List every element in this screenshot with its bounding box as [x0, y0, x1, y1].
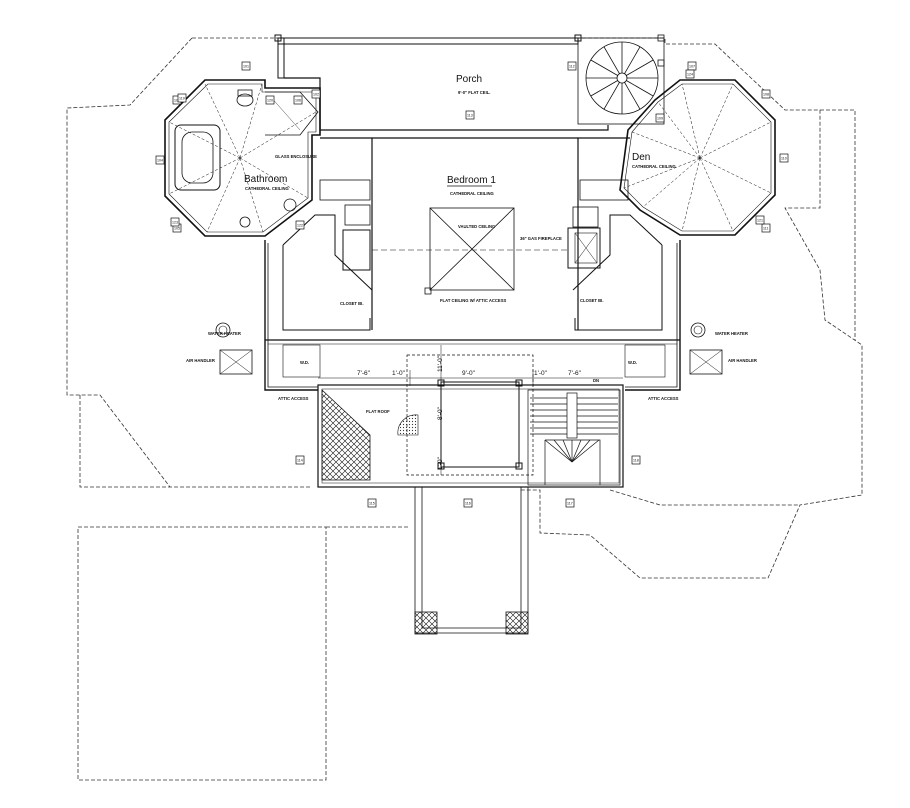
svg-text:121: 121: [757, 219, 763, 223]
water-heater-right: WATER HEATER: [715, 331, 748, 336]
tag-box: 121: [755, 215, 765, 225]
svg-text:108: 108: [763, 93, 769, 97]
svg-text:102: 102: [313, 93, 319, 97]
svg-text:110: 110: [781, 157, 787, 161]
water-heater-left: WATER HEATER: [208, 331, 241, 336]
den-ceiling-note: CATHEDRAL CEILING: [632, 164, 676, 169]
air-handler-right: AIR HANDLER: [728, 358, 757, 363]
svg-text:122: 122: [297, 224, 303, 228]
tag-box: 116: [463, 498, 473, 508]
tag-box: 120: [265, 95, 275, 105]
closet-right-label: CLOSET BI.: [580, 298, 604, 303]
tag-box: 104: [155, 155, 165, 165]
dim-v1: 11'-0": [437, 355, 444, 372]
fireplace-note: 36" GAS FIREPLACE: [520, 236, 562, 241]
vaulted-ceiling-note: VAULTED CEILING: [458, 224, 495, 229]
den-label: Den: [632, 152, 650, 163]
attic-access-left: ATTIC ACCESS: [278, 396, 309, 401]
svg-text:113: 113: [467, 114, 473, 118]
wd-right: W.D.: [628, 360, 637, 365]
spiral-stair: [577, 34, 665, 125]
tag-box: 108: [761, 89, 771, 99]
main-stair: [527, 389, 621, 486]
porch-label: Porch: [456, 74, 482, 85]
closet-left-label: CLOSET BI.: [340, 301, 364, 306]
svg-text:109: 109: [657, 117, 663, 121]
tag-box: 115: [367, 498, 377, 508]
svg-text:116: 116: [465, 502, 471, 506]
porch-ceiling-note: 9'-0" FLAT CEIL.: [458, 90, 490, 95]
dim-3: 9'-0": [462, 370, 476, 377]
svg-text:119: 119: [179, 97, 185, 101]
flat-roof-note: FLAT ROOF: [366, 409, 390, 414]
bedroom-ceiling-note: CATHEDRAL CEILING: [450, 191, 494, 196]
tag-box: 107: [687, 61, 697, 71]
tag-box: 117: [565, 498, 575, 508]
svg-text:124: 124: [687, 73, 693, 77]
tag-box: 111: [761, 223, 771, 233]
dim-1: 7'-6": [357, 370, 371, 377]
tag-box: 106: [293, 95, 303, 105]
tag-box: 110: [779, 153, 789, 163]
dimension-line: [318, 345, 623, 475]
svg-text:112: 112: [569, 65, 575, 69]
dim-4: 1'-0": [534, 370, 548, 377]
svg-text:106: 106: [295, 99, 301, 103]
bathroom: [164, 79, 321, 237]
dim-v3: 1'-0": [437, 456, 444, 470]
dim-2: 1'-0": [392, 370, 406, 377]
glass-enclosure-note: GLASS ENCLOSURE: [275, 154, 317, 159]
dim-v2: 8'-0": [437, 406, 444, 420]
svg-text:117: 117: [567, 502, 573, 506]
attic-access-right: ATTIC ACCESS: [648, 396, 679, 401]
tag-box: 122: [295, 220, 305, 230]
room-tags: 101 102 103 104 105 106 107 108 109 110 111 112 113 1…: [155, 61, 789, 508]
vaulted-ceiling: [372, 207, 570, 295]
tag-box: 112: [567, 61, 577, 71]
svg-text:105: 105: [174, 227, 180, 231]
flat-roof-hatch: [321, 389, 371, 481]
bathroom-ceiling-note: CATHEDRAL CEILING: [245, 186, 289, 191]
entry-walk: [414, 487, 529, 635]
svg-text:115: 115: [369, 502, 375, 506]
svg-text:107: 107: [689, 65, 695, 69]
svg-text:120: 120: [267, 99, 273, 103]
roof-outline: [66, 37, 863, 781]
tag-box: 109: [655, 113, 665, 123]
den: [619, 79, 776, 236]
svg-text:123: 123: [172, 221, 178, 225]
flat-ceiling-note: FLAT CEILING W/ ATTIC ACCESS: [440, 298, 507, 303]
tag-box: 118: [631, 455, 641, 465]
tag-box: 114: [295, 455, 305, 465]
porch: Porch 9'-0" FLAT CEIL.: [274, 34, 609, 131]
svg-text:111: 111: [763, 227, 768, 231]
tag-box: 101: [241, 61, 251, 71]
tag-box: 102: [311, 89, 321, 99]
air-handler-left: AIR HANDLER: [186, 358, 215, 363]
small-stair-fan: [397, 414, 419, 436]
tag-box: 123: [170, 217, 180, 227]
svg-text:118: 118: [633, 459, 639, 463]
dn-label: DN: [593, 378, 599, 383]
wd-left: W.D.: [300, 360, 309, 365]
bathroom-label: Bathroom: [244, 174, 287, 185]
lower-area: [215, 322, 723, 488]
main-walls: [264, 137, 681, 391]
svg-text:101: 101: [243, 65, 249, 69]
dim-5: 7'-6": [568, 370, 582, 377]
svg-text:103: 103: [174, 99, 180, 103]
svg-text:114: 114: [297, 459, 303, 463]
bedroom-label: Bedroom 1: [447, 175, 496, 186]
tag-box: 119: [177, 93, 187, 103]
tag-box: 113: [465, 110, 475, 120]
tag-box: 124: [685, 69, 695, 79]
svg-text:104: 104: [157, 159, 163, 163]
